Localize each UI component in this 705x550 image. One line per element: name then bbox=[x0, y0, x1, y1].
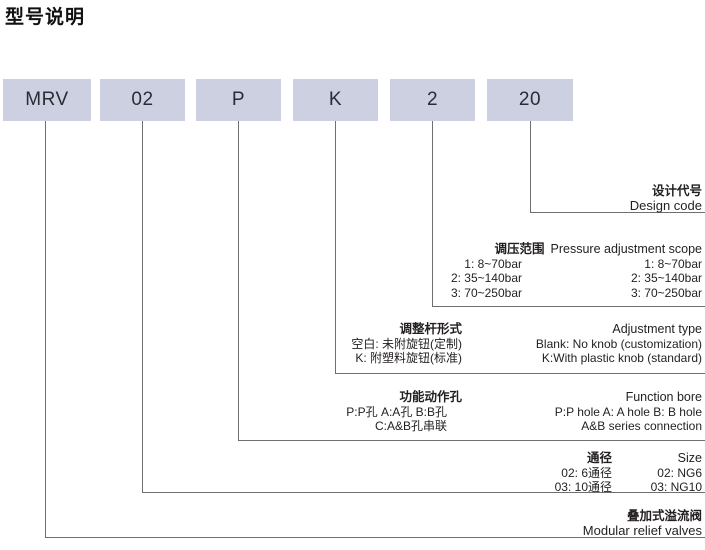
adjustment-type-row-cn: 空白: 未附旋钮(定制) bbox=[351, 336, 462, 351]
function-bore-row-cn: C:A&B孔串联 bbox=[374, 419, 447, 433]
size-heading-cn: 通径 bbox=[586, 451, 612, 465]
group-product: 叠加式溢流阀 Modular relief valves bbox=[342, 509, 702, 538]
function-bore-heading-en: Function bore bbox=[625, 390, 702, 404]
leader-line-product-horizontal bbox=[45, 537, 705, 538]
size-row-en: 02: NG6 bbox=[657, 465, 702, 480]
leader-line-product-vertical bbox=[45, 121, 46, 537]
leader-line-adjustment-type-vertical bbox=[335, 121, 336, 373]
group-size: 通径 Size 02: 6通径 02: NG6 03: 10通径 03: NG10 bbox=[402, 451, 702, 495]
code-box-adjustment-type: K bbox=[293, 79, 378, 121]
design-code-heading-cn: 设计代号 bbox=[651, 184, 702, 198]
function-bore-row-cn: P:P孔 A:A孔 B:B孔 bbox=[346, 404, 447, 419]
code-box-label: 02 bbox=[131, 89, 154, 110]
code-box-label: 2 bbox=[426, 89, 439, 110]
adjustment-type-row-en: K:With plastic knob (standard) bbox=[541, 351, 702, 365]
pressure-scope-heading-cn: 调压范围 bbox=[494, 242, 545, 256]
code-box-function-bore: P bbox=[196, 79, 281, 121]
group-adjustment-type: 调整杆形式 Adjustment type 空白: 未附旋钮(定制) Blank:… bbox=[212, 322, 702, 366]
code-box-label: MRV bbox=[25, 89, 69, 110]
code-box-pressure-scope: 2 bbox=[390, 79, 475, 121]
size-heading-en: Size bbox=[677, 451, 702, 465]
code-box-label: 20 bbox=[518, 89, 542, 110]
leader-line-function-bore-vertical bbox=[238, 121, 239, 440]
pressure-scope-heading-en: Pressure adjustment scope bbox=[550, 242, 702, 256]
adjustment-type-row-cn: K: 附塑料旋钮(标准) bbox=[355, 351, 462, 365]
page-title: 型号说明 bbox=[5, 7, 86, 28]
code-box-mrv: MRV bbox=[3, 79, 91, 121]
code-box-design-code: 20 bbox=[487, 79, 573, 121]
design-code-heading-en: Design code bbox=[629, 197, 702, 213]
size-row-cn: 02: 6通径 bbox=[561, 465, 612, 480]
leader-line-design-code-vertical bbox=[530, 121, 531, 212]
size-row-en: 03: NG10 bbox=[650, 480, 702, 494]
pressure-scope-row-cn: 2: 35~140bar bbox=[450, 271, 522, 285]
code-box-label: P bbox=[231, 89, 246, 110]
leader-line-pressure-scope-vertical bbox=[432, 121, 433, 306]
adjustment-type-heading-cn: 调整杆形式 bbox=[399, 322, 462, 336]
group-design-code: 设计代号 Design code bbox=[342, 184, 702, 213]
function-bore-row-en: A&B series connection bbox=[581, 419, 702, 433]
size-row-cn: 03: 10通径 bbox=[554, 480, 612, 494]
pressure-scope-row-en: 3: 70~250bar bbox=[630, 285, 702, 300]
function-bore-heading-cn: 功能动作孔 bbox=[399, 390, 462, 404]
leader-line-function-bore-horizontal bbox=[238, 440, 705, 441]
product-heading-en: Modular relief valves bbox=[582, 522, 702, 538]
pressure-scope-row-en: 2: 35~140bar bbox=[630, 271, 702, 285]
pressure-scope-row-cn: 3: 70~250bar bbox=[450, 285, 522, 300]
group-pressure-scope: 调压范围 Pressure adjustment scope 1: 8~70ba… bbox=[282, 242, 702, 300]
adjustment-type-row-en: Blank: No knob (customization) bbox=[535, 336, 702, 351]
leader-line-pressure-scope-horizontal bbox=[432, 306, 705, 307]
code-box-size: 02 bbox=[100, 79, 185, 121]
leader-line-size-horizontal bbox=[142, 492, 705, 493]
pressure-scope-row-en: 1: 8~70bar bbox=[644, 256, 702, 271]
product-heading-cn: 叠加式溢流阀 bbox=[626, 509, 702, 523]
group-function-bore: 功能动作孔 Function bore P:P孔 A:A孔 B:B孔 P:P ho… bbox=[202, 390, 702, 434]
adjustment-type-heading-en: Adjustment type bbox=[612, 322, 702, 336]
function-bore-row-en: P:P hole A: A hole B: B hole bbox=[554, 404, 702, 419]
leader-line-size-vertical bbox=[142, 121, 143, 492]
pressure-scope-row-cn: 1: 8~70bar bbox=[464, 256, 522, 271]
leader-line-design-code-horizontal bbox=[530, 212, 705, 213]
leader-line-adjustment-type-horizontal bbox=[335, 373, 705, 374]
code-box-label: K bbox=[328, 89, 343, 110]
